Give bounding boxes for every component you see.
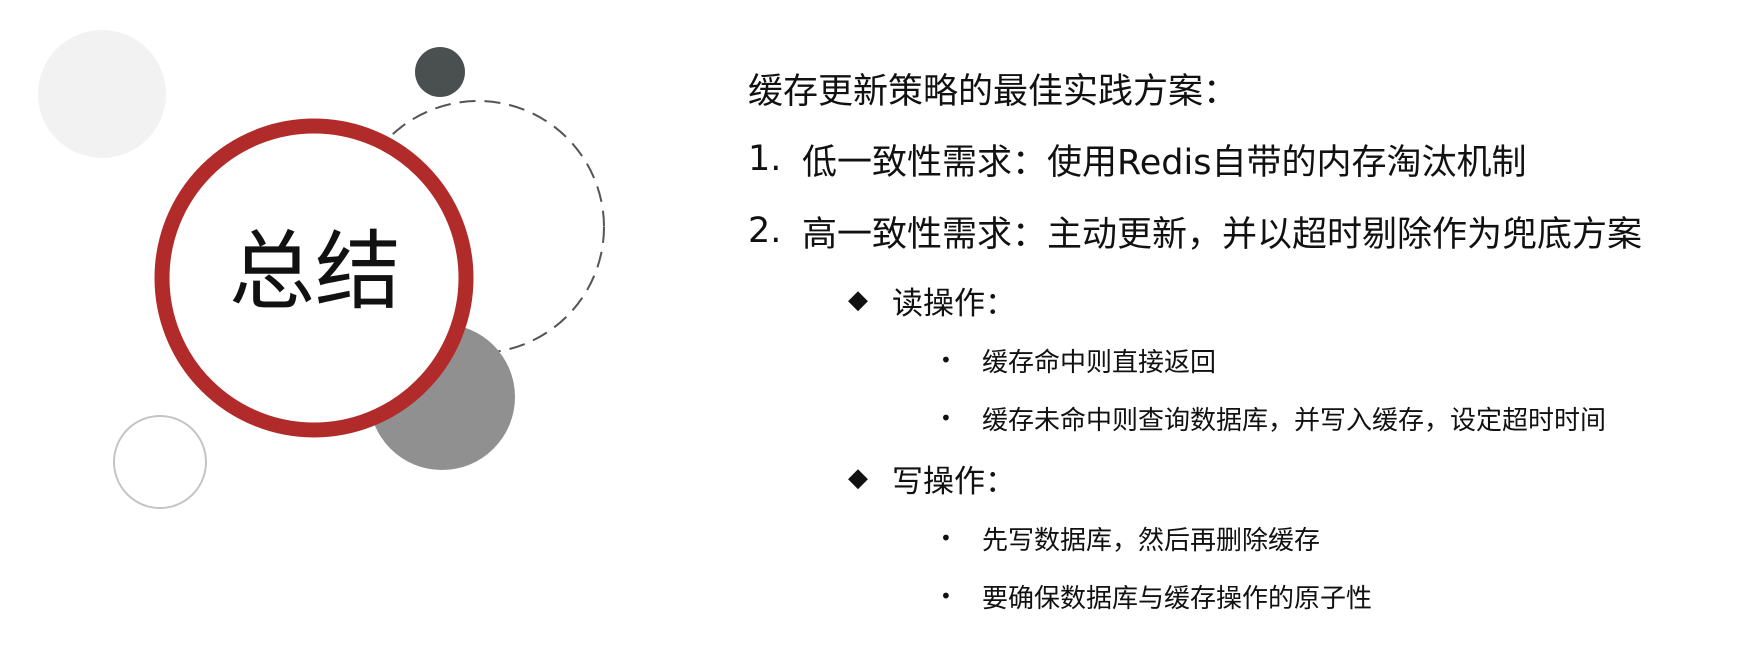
decorative-circles <box>38 30 605 509</box>
list-item: • 缓存命中则直接返回 <box>940 338 1728 382</box>
section-label: 写操作： <box>892 463 1016 500</box>
list-item: • 缓存未命中则查询数据库，并写入缓存，设定超时时间 <box>940 396 1728 440</box>
outline-small-circle <box>113 415 207 509</box>
summary-heading: 缓存更新策略的最佳实践方案： <box>748 72 1239 112</box>
item-number: 2. <box>748 211 782 251</box>
summary-content: 缓存更新策略的最佳实践方案： 1. 低一致性需求：使用Redis自带的内存淘汰机… <box>748 60 1728 618</box>
bullet-dot-icon: • <box>940 406 952 430</box>
numbered-item-2: 2. 高一致性需求：主动更新，并以超时剔除作为兜底方案 <box>748 200 1728 262</box>
bullet-dot-icon: • <box>940 526 952 550</box>
diamond-bullet-icon: ◆ <box>848 285 868 315</box>
item-text: 低一致性需求：使用Redis自带的内存淘汰机制 <box>802 142 1527 183</box>
bullet-dot-icon: • <box>940 348 952 372</box>
list-item-text: 缓存未命中则查询数据库，并写入缓存，设定超时时间 <box>982 405 1607 436</box>
diamond-bullet-icon: ◆ <box>848 463 868 493</box>
list-item: • 先写数据库，然后再删除缓存 <box>940 516 1728 560</box>
write-operation-heading: ◆ 写操作： <box>848 454 1728 502</box>
list-item-text: 先写数据库，然后再删除缓存 <box>982 525 1321 556</box>
light-gray-circle <box>38 30 166 158</box>
dark-gray-dot <box>415 47 465 97</box>
list-item-text: 要确保数据库与缓存操作的原子性 <box>982 583 1373 614</box>
slide-title: 总结 <box>229 222 401 322</box>
item-text: 高一致性需求：主动更新，并以超时剔除作为兜底方案 <box>802 214 1643 255</box>
title-ring <box>154 118 474 438</box>
bullet-dot-icon: • <box>940 584 952 608</box>
write-operation-list: • 先写数据库，然后再删除缓存 • 要确保数据库与缓存操作的原子性 <box>940 516 1728 618</box>
numbered-item-1: 1. 低一致性需求：使用Redis自带的内存淘汰机制 <box>748 128 1728 190</box>
read-operation-list: • 缓存命中则直接返回 • 缓存未命中则查询数据库，并写入缓存，设定超时时间 <box>940 338 1728 440</box>
item-number: 1. <box>748 139 782 179</box>
list-item: • 要确保数据库与缓存操作的原子性 <box>940 574 1728 618</box>
dashed-circle <box>351 100 605 354</box>
list-item-text: 缓存命中则直接返回 <box>982 347 1217 378</box>
section-label: 读操作： <box>892 285 1016 322</box>
read-operation-heading: ◆ 读操作： <box>848 276 1728 324</box>
